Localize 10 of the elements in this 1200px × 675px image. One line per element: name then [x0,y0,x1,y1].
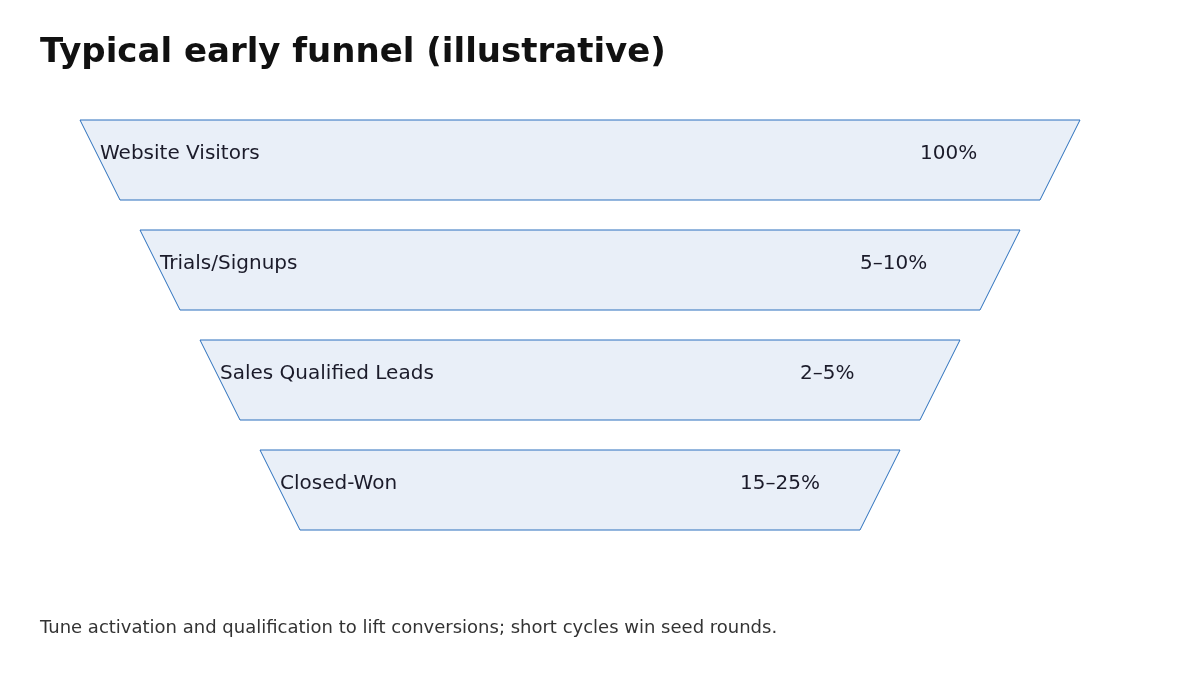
stage-percentage: 15–25% [740,469,820,495]
stage-percentage: 100% [920,139,978,165]
diagram-title: Typical early funnel (illustrative) [40,29,666,72]
stage-percentage: 5–10% [860,249,928,275]
stage-percentage: 2–5% [800,359,855,385]
caption: Tune activation and qualification to lift conversions; short cycles win seed rounds. [40,615,778,639]
stage-label: Sales Qualified Leads [220,359,434,385]
stage-label: Website Visitors [100,139,260,165]
stage-label: Closed-Won [280,469,398,495]
stage-label: Trials/Signups [160,249,298,275]
